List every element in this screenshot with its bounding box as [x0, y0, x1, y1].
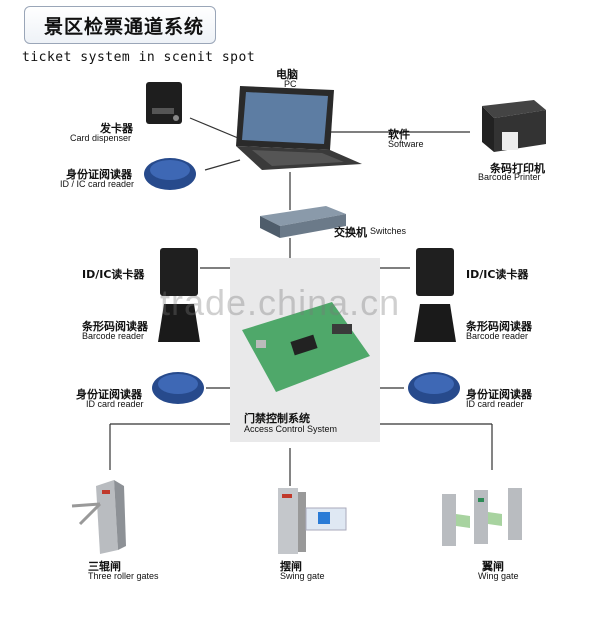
right-reader-label-cn2: 条形码阅读器 — [466, 320, 532, 333]
swing-gate-icon — [278, 488, 347, 554]
laptop-icon — [236, 86, 362, 170]
switch-label-cn: 交换机 — [334, 226, 367, 239]
left-reader-label-cn2: 条形码阅读器 — [82, 320, 148, 333]
gate-1-label-en: Three roller gates — [88, 571, 159, 581]
right-id-reader-label-en: ID card reader — [466, 399, 524, 409]
page-title: 景区检票通道系统 — [44, 16, 205, 38]
gate-3-label-en: Wing gate — [478, 571, 519, 581]
wing-gate-icon — [442, 488, 522, 546]
left-id-reader-label-en: ID card reader — [86, 399, 144, 409]
title-box — [24, 6, 216, 44]
card-dispenser-label-cn: 发卡器 — [100, 122, 133, 135]
id-card-reader-icon — [144, 158, 196, 190]
right-barcode-reader-icon — [414, 248, 456, 342]
left-id-reader-icon — [152, 372, 204, 404]
left-reader-label-en: Barcode reader — [82, 331, 145, 341]
left-reader-label-cn: ID/IC读卡器 — [82, 268, 145, 281]
id-ic-reader-label-en: ID / IC card reader — [60, 179, 135, 189]
network-switch-icon — [260, 206, 346, 238]
card-dispenser-label-en: Card dispenser — [70, 133, 132, 143]
right-reader-label-en: Barcode reader — [466, 331, 529, 341]
pc-label-cn: 电脑 — [276, 68, 298, 81]
gate-2-label-cn: 摆闸 — [280, 560, 302, 573]
barcode-printer-label-cn: 条码打印机 — [490, 162, 545, 175]
gate-3-label-cn: 翼闸 — [482, 560, 504, 573]
access-control-label-cn: 门禁控制系统 — [244, 412, 310, 425]
access-control-label-en: Access Control System — [244, 424, 338, 434]
switch-label-en: Switches — [370, 226, 407, 236]
right-reader-label-cn: ID/IC读卡器 — [466, 268, 529, 281]
card-dispenser-icon — [146, 82, 182, 124]
access-control-board-icon — [242, 302, 370, 392]
right-id-reader-icon — [408, 372, 460, 404]
barcode-printer-label-en: Barcode Printer — [478, 172, 541, 182]
gate-1-label-cn: 三辊闸 — [88, 560, 121, 573]
page-subtitle: ticket system in scenit spot — [22, 50, 256, 65]
software-label-en: Software — [388, 139, 424, 149]
three-roller-gate-icon — [71, 480, 126, 554]
software-label-cn: 软件 — [388, 128, 410, 141]
right-id-reader-label-cn: 身份证阅读器 — [466, 388, 532, 401]
left-barcode-reader-icon — [158, 248, 200, 342]
id-ic-reader-label-cn: 身份证阅读器 — [66, 168, 132, 181]
barcode-printer-icon — [482, 100, 546, 152]
watermark: trade.china.cn — [160, 282, 401, 323]
left-id-reader-label-cn: 身份证阅读器 — [76, 388, 142, 401]
gate-2-label-en: Swing gate — [280, 571, 325, 581]
pc-label-en: PC — [284, 79, 297, 89]
